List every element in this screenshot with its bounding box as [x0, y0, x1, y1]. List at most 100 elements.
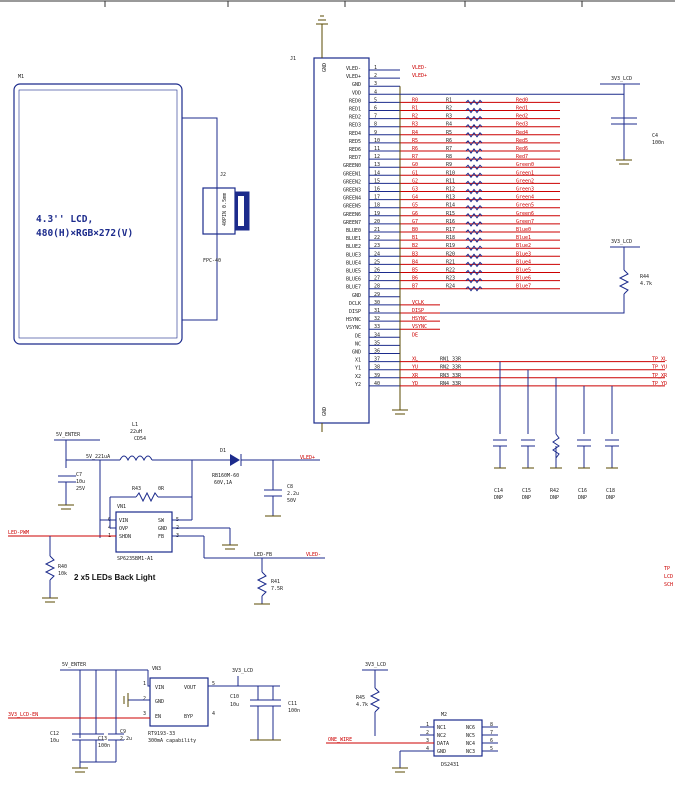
j1-pin-num-9: 9 [374, 130, 377, 136]
c12-val: 10u [50, 738, 59, 744]
rgb-res-symbol-3 [465, 123, 483, 130]
j1-net-26: B5 [412, 268, 418, 274]
j1-pin-name-11: RED6 [349, 147, 361, 153]
j1-pin-num-32: 32 [374, 316, 380, 322]
rgb-out-6: Red6 [516, 146, 528, 152]
j1-pin-num-3: 3 [374, 81, 377, 87]
rgb-res-12: R13 [446, 195, 455, 201]
rgb-out-17: Blue1 [516, 235, 531, 241]
j1-pin-num-20: 20 [374, 219, 380, 225]
disp-pullup-wire [440, 312, 625, 314]
j1-pin-name-38: Y1 [355, 366, 361, 372]
j1-pin-name-17: GREEN4 [343, 196, 361, 202]
rgb-res-symbol-18 [465, 245, 483, 252]
j1-net-12: R7 [412, 154, 418, 160]
j1-pin-name-14: GREEN1 [343, 171, 361, 177]
j1-pin-num-18: 18 [374, 203, 380, 209]
c13-ref: C13 [98, 736, 107, 742]
j1-net-24: B3 [412, 251, 418, 257]
m2-num-r1: 8 [490, 722, 493, 728]
m2-num-r2: 7 [490, 730, 493, 736]
rgb-res-symbol-10 [465, 180, 483, 187]
j1-pin-name-18: GREEN5 [343, 204, 361, 210]
c7-ref: C7 [76, 472, 82, 478]
eeprom-net: 3V3_LCD [365, 662, 386, 668]
rgb-out-20: Blue4 [516, 259, 531, 265]
edge-text-3: SCH [664, 582, 673, 588]
j1-pin-name-22: BLUE1 [346, 236, 361, 242]
j1-pin-num-40: 40 [374, 381, 380, 387]
j1-net-22: B1 [412, 235, 418, 241]
j1-net-13: G0 [412, 162, 418, 168]
rgb-out-14: Green6 [516, 211, 534, 217]
j1-pin-name-24: BLUE3 [346, 252, 361, 258]
d1-val: 60V,1A [214, 480, 232, 486]
vn3-num-l2: 2 [143, 696, 146, 702]
tpcap-ref-1: C15 [522, 488, 531, 494]
rgb-res-10: R11 [446, 178, 455, 184]
j1-pin-name-36: GND [352, 350, 361, 356]
rgb-res-symbol-5 [465, 140, 483, 146]
vn3-num-l1: 1 [143, 681, 146, 687]
j1-pin-num-33: 33 [374, 324, 380, 330]
m2-pin-r3: NC4 [466, 741, 475, 747]
c7-val: 10u [76, 479, 85, 485]
rgb-out-9: Green1 [516, 170, 534, 176]
j1-pin-name-13: GREEN0 [343, 163, 361, 169]
j1-pin-name-8: RED3 [349, 123, 361, 129]
j1-pin-name-26: BLUE5 [346, 269, 361, 275]
j1-pin-num-11: 11 [374, 146, 380, 152]
lcd-ref: M1 [18, 74, 24, 80]
m2-num-l4: 4 [426, 746, 429, 752]
j1-pin-num-2: 2 [374, 73, 377, 79]
rgb-out-3: Red3 [516, 122, 528, 128]
eeprom-circuit: 3V3_LCD R45 4.7k M2 NC1 NC2 DATA GND NC6… [326, 662, 498, 773]
j1-net-2: VLED+ [412, 73, 427, 79]
j1-net-1: VLED- [412, 65, 427, 71]
vn3-pin-l2: GND [155, 699, 164, 705]
j1-pin-num-22: 22 [374, 235, 380, 241]
rgb-res-4: R5 [446, 130, 452, 136]
j1-net-31: DISP [412, 308, 424, 314]
j1-pin-num-34: 34 [374, 332, 380, 338]
j1-pin-name-21: BLUE0 [346, 228, 361, 234]
j1-net-14: G1 [412, 170, 418, 176]
rgb-res-14: R15 [446, 211, 455, 217]
c9-val: 2.2u [120, 736, 132, 742]
vn1-part: SP6235BM1-A1 [117, 556, 153, 562]
m2-pin-l2: NC2 [437, 733, 446, 739]
edge-text-1: TP [664, 566, 670, 572]
j1-pin-name-30: DCLK [349, 301, 361, 307]
j1-pin-num-7: 7 [374, 114, 377, 120]
rgb-out-11: Green3 [516, 187, 534, 193]
rgb-res-5: R6 [446, 138, 452, 144]
j1-net-23: B2 [412, 243, 418, 249]
j1-gnd-top: GND [322, 63, 328, 72]
rgb-out-4: Red4 [516, 130, 528, 136]
edge-text-2: LCD [664, 574, 673, 580]
rgb-out-10: Green2 [516, 178, 534, 184]
boost-circuit: 5V_ENTER 5V_221uA C7 10u 25V L1 22uH CD5… [8, 422, 325, 605]
j1-pin-num-31: 31 [374, 308, 380, 314]
j1-net-33: VSYNC [412, 324, 427, 330]
j1-pin-name-15: GREEN2 [343, 179, 361, 185]
r43-val: 0R [158, 486, 165, 492]
j1-pin-name-16: GREEN3 [343, 188, 361, 194]
c7-v: 25V [76, 486, 85, 492]
r43-ref: R43 [132, 486, 141, 492]
rgb-res-symbol-16 [465, 229, 483, 235]
rgb-res-20: R21 [446, 259, 455, 265]
j1-pin-name-3: GND [352, 82, 361, 88]
j1-net-6: R1 [412, 106, 418, 112]
right-c-ref: C4 [652, 133, 658, 139]
rgb-res-symbol-12 [465, 196, 483, 203]
rgb-out-21: Blue5 [516, 268, 531, 274]
edge-fragment: TP LCD SCH [664, 566, 673, 588]
rgb-out-1: Red1 [516, 106, 528, 112]
m2-pin-r4: NC3 [466, 749, 475, 755]
m2-num-l2: 2 [426, 730, 429, 736]
j1-pin-num-29: 29 [374, 292, 380, 298]
rgb-res-2: R3 [446, 114, 452, 120]
tp-res-1: RN2 33R [440, 365, 462, 371]
rgb-res-17: R18 [446, 235, 455, 241]
